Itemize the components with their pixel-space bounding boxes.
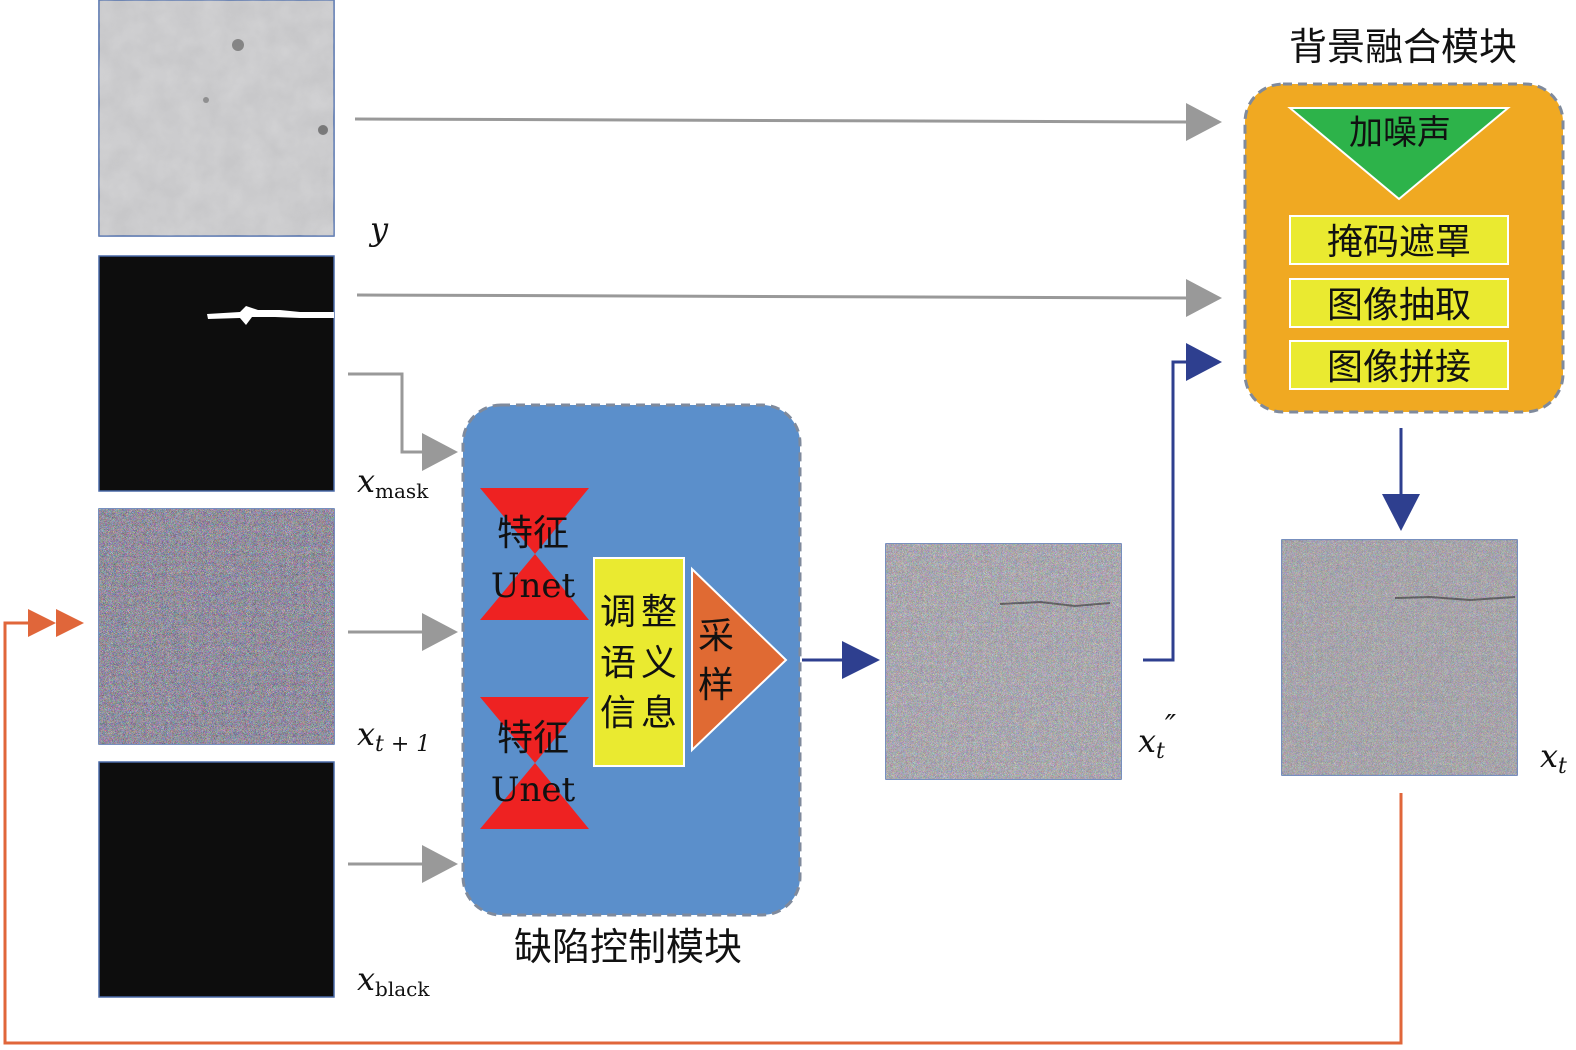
adjust-text-3: 语 xyxy=(600,643,636,684)
add-noise-triangle xyxy=(1287,107,1511,201)
arrow-mask-to-fusion xyxy=(356,279,1222,317)
feature-unet-top-label-1: 特征 xyxy=(497,513,569,554)
arrow-xt2-to-fusion xyxy=(1143,343,1222,662)
arrow-xt1-to-defect xyxy=(348,613,458,651)
add-noise-label: 加噪声 xyxy=(1349,113,1451,153)
defect-control-module: 特征 Unet 特征 Unet 调 整 语 义 信 息 采 样 xyxy=(461,403,802,917)
fusion-module-title: 背景融合模块 xyxy=(1289,25,1517,69)
adjust-text-6: 息 xyxy=(641,693,677,734)
feature-unet-bottom-shape xyxy=(480,697,589,829)
label-x-black-sub: black xyxy=(375,977,430,1001)
feature-unet-top-shape xyxy=(480,488,589,620)
defect-module-title: 缺陷控制模块 xyxy=(514,925,742,969)
arrow-mask-to-defect xyxy=(348,372,458,471)
feature-unet-bottom-label-1: 特征 xyxy=(497,718,569,759)
arrow-black-to-defect xyxy=(348,845,458,883)
label-x-t-double-prime: xt″ xyxy=(1138,709,1177,764)
feedback-loop-arrow xyxy=(3,609,1403,1045)
adjust-text-5: 信 xyxy=(600,693,636,734)
label-x-t2-main: x xyxy=(1138,722,1156,760)
arrow-fusion-to-xt xyxy=(1382,428,1420,531)
label-x-t1-sub: t + 1 xyxy=(375,732,430,757)
adjust-semantic-box xyxy=(593,557,685,767)
label-x-t2-sub: t xyxy=(1156,739,1165,764)
label-x-mask-sub: mask xyxy=(375,479,429,503)
image-stitch-box xyxy=(1289,340,1509,390)
image-x-t-plus-1 xyxy=(98,508,335,745)
image-stitch-label: 图像拼接 xyxy=(1327,347,1471,388)
label-x-mask: xmask xyxy=(357,462,429,503)
adjust-text-1: 调 xyxy=(600,592,636,633)
mask-cover-box xyxy=(1289,215,1509,265)
label-x-t-sub: t xyxy=(1558,754,1567,779)
label-x-t-main: x xyxy=(1540,737,1558,775)
label-x-t1-main: x xyxy=(357,715,375,753)
image-x-t-double-prime xyxy=(885,543,1122,780)
image-x-mask xyxy=(98,255,335,492)
image-y xyxy=(98,0,335,237)
label-x-t: xt xyxy=(1540,737,1567,779)
feature-unet-top-label-2: Unet xyxy=(491,566,576,606)
sampling-triangle xyxy=(691,566,788,753)
arrow-defect-to-xt2 xyxy=(802,641,880,679)
mask-cover-label: 掩码遮罩 xyxy=(1327,222,1471,263)
image-extract-label: 图像抽取 xyxy=(1327,285,1471,326)
feature-unet-bottom-label-2: Unet xyxy=(491,770,576,810)
label-x-black: xblack xyxy=(357,960,430,1001)
arrow-y-to-fusion xyxy=(354,103,1222,141)
adjust-text-2: 整 xyxy=(641,592,677,633)
mask-crack xyxy=(207,306,334,325)
image-x-black xyxy=(98,761,335,998)
sampling-text-2: 样 xyxy=(698,665,734,706)
label-x-mask-main: x xyxy=(357,462,375,500)
adjust-text-4: 义 xyxy=(641,643,677,684)
image-x-t xyxy=(1281,539,1518,776)
label-x-t2-prime: ″ xyxy=(1165,709,1177,744)
label-x-black-main: x xyxy=(357,960,375,998)
sampling-text-1: 采 xyxy=(698,616,734,657)
background-fusion-module: 加噪声 掩码遮罩 图像抽取 图像拼接 xyxy=(1243,82,1565,414)
label-x-t-plus-1: xt + 1 xyxy=(357,715,430,757)
label-y: y xyxy=(368,210,389,248)
image-extract-box xyxy=(1289,278,1509,328)
